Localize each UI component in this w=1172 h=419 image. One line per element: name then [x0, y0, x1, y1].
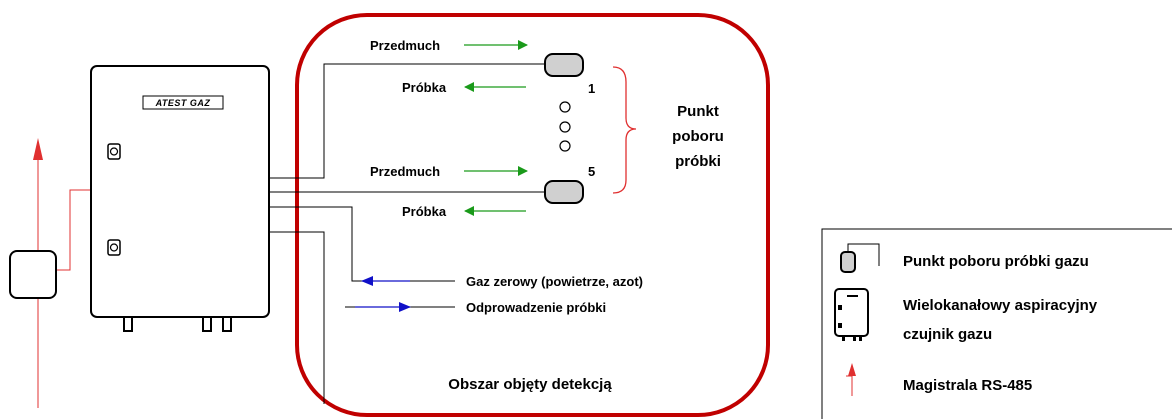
detection-area-label: Obszar objęty detekcją	[448, 376, 612, 393]
gas-sensor-device: ATEST GAZ	[90, 65, 270, 332]
legend-sampling-point-icon	[840, 243, 880, 273]
sample-label-bottom: Próbka	[402, 204, 447, 219]
tubing-lines	[269, 63, 545, 404]
intermediate-points-ellipsis	[559, 101, 571, 152]
device-foot-1	[123, 316, 133, 332]
purge-label-bottom: Przedmuch	[370, 164, 440, 179]
legend-sampling-point-label: Punkt poboru próbki gazu	[903, 253, 1089, 270]
sample-label-top: Próbka	[402, 80, 447, 95]
device-foot-3	[222, 316, 232, 332]
sampling-group-label-line1: Punkt	[677, 103, 719, 120]
sample-outlet-label: Odprowadzenie próbki	[466, 300, 606, 315]
device-logo-box	[142, 95, 224, 110]
detection-area-border	[295, 13, 770, 417]
bus-module	[9, 250, 57, 299]
legend: Punkt poboru próbki gazu Wielokanałowy a…	[821, 228, 1172, 419]
sampling-point-5-number: 5	[588, 164, 595, 179]
sampling-group-label-line3: próbki	[675, 153, 721, 170]
legend-sensor-icon	[834, 288, 869, 341]
purge-label-top: Przedmuch	[370, 38, 440, 53]
sampling-points-brace	[612, 66, 637, 194]
sampling-group-label-line2: poboru	[672, 128, 724, 145]
cable-gland-lower	[107, 239, 121, 256]
sampling-point-5	[544, 180, 584, 204]
legend-bus-label: Magistrala RS-485	[903, 377, 1032, 394]
device-foot-2	[202, 316, 212, 332]
sampling-point-1	[544, 53, 584, 77]
sampling-point-1-number: 1	[588, 81, 595, 96]
cable-gland-upper	[107, 143, 121, 160]
legend-bus-icon	[846, 363, 856, 396]
legend-sensor-label-line1: Wielokanałowy aspiracyjny	[903, 297, 1098, 314]
device-logo: ATEST GAZ	[155, 98, 211, 108]
zero-gas-label: Gaz zerowy (powietrze, azot)	[466, 274, 643, 289]
legend-sensor-label-line2: czujnik gazu	[903, 326, 992, 343]
